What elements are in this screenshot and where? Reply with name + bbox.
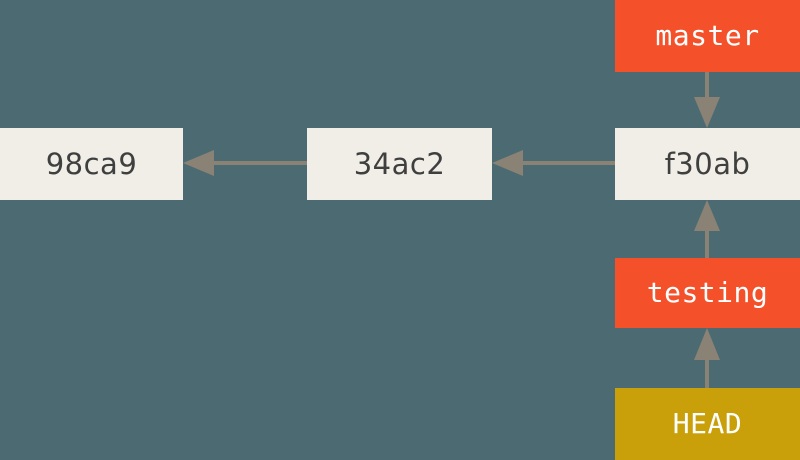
commit-node-34ac2: 34ac2 (307, 128, 492, 200)
branch-node-master: master (615, 0, 800, 72)
branch-node-testing: testing (615, 258, 800, 328)
arrow-head-to-testing (694, 328, 720, 388)
commit-label: f30ab (664, 146, 751, 181)
arrow-testing-to-f30ab (694, 200, 720, 258)
commit-node-98ca9: 98ca9 (0, 128, 183, 200)
arrow-34ac2-to-98ca9 (183, 150, 307, 176)
head-pointer-node: HEAD (615, 388, 800, 460)
arrow-f30ab-to-34ac2 (492, 150, 615, 176)
commit-label: 34ac2 (353, 146, 446, 181)
commit-label: 98ca9 (45, 146, 138, 181)
branch-label: master (655, 19, 760, 52)
arrow-master-to-f30ab (694, 72, 720, 128)
head-label: HEAD (672, 407, 743, 440)
branch-label: testing (646, 276, 769, 309)
commit-node-f30ab: f30ab (615, 128, 800, 200)
